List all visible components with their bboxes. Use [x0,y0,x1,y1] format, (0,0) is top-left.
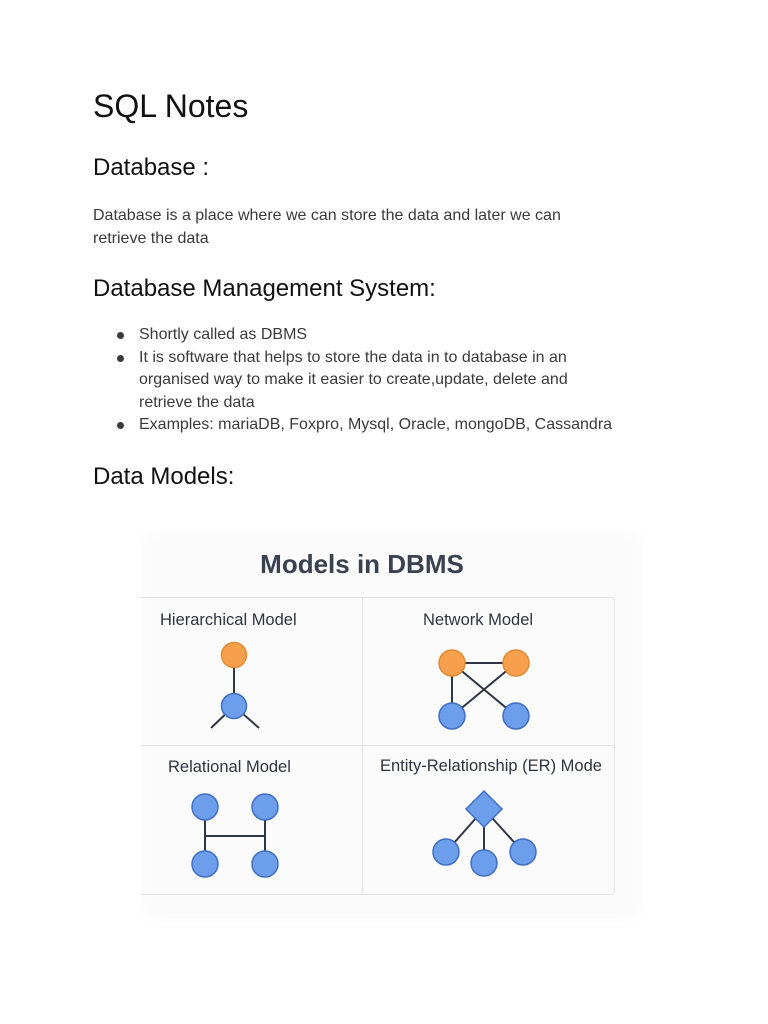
models-in-dbms-figure: Models in DBMS Hierarchical Model Networ… [140,527,644,923]
list-item-text: Shortly called as DBMS [139,326,308,343]
hierarchical-model-label: Hierarchical Model [160,611,297,629]
page-title: SQL Notes [93,88,249,124]
section-heading-database: Database : [93,154,210,181]
database-description-line: retrieve the data [93,230,209,247]
er-model-label: Entity-Relationship (ER) Mode [380,757,602,775]
list-item: It is software that helps to store the d… [93,347,693,415]
hierarchical-model-diagram [210,641,260,729]
dbms-bullet-list: Shortly called as DBMS It is software th… [93,324,693,437]
entity-node-icon [432,838,460,866]
list-item: Examples: mariaDB, Foxpro, Mysql, Oracle… [93,414,693,437]
er-model-label-wrap: Entity-Relationship (ER) Mode [380,757,612,776]
entity-node-icon [470,849,498,877]
list-item-text: It is software that helps to store the d… [139,348,567,366]
section-heading-data-models: Data Models: [93,463,235,490]
database-description: Database is a place where we can store t… [93,204,653,250]
relational-model-diagram [191,793,279,878]
table-node-icon [251,850,279,878]
bullet-icon [117,354,124,362]
database-description-line: Database is a place where we can store t… [93,207,561,224]
models-diagram [191,641,537,878]
table-node-icon [191,850,219,878]
network-node-icon [438,702,466,730]
network-node-icon [502,649,530,677]
table-node-icon [251,793,279,821]
table-node-icon [191,793,219,821]
list-item-text: Examples: mariaDB, Foxpro, Mysql, Oracle… [139,416,613,433]
list-item-text: retrieve the data [139,393,255,411]
list-item-text: organised way to make it easier to creat… [139,371,568,388]
er-model-diagram [432,789,537,877]
network-model-label: Network Model [423,611,534,629]
section-heading-dbms: Database Management System: [93,275,436,302]
entity-node-icon [509,838,537,866]
network-node-icon [502,702,530,730]
grid-divider [140,745,614,746]
figure-title: Models in DBMS [260,549,464,579]
grid-divider [362,598,363,894]
network-model-diagram [438,649,530,730]
child-node-icon [220,692,248,720]
parent-node-icon [220,641,248,669]
network-edge [451,662,517,717]
network-node-icon [438,649,466,677]
list-item: Shortly called as DBMS [93,324,693,347]
relationship-diamond-icon [464,789,504,829]
bullet-icon [117,332,124,339]
bullet-icon [117,422,124,429]
models-grid [140,597,615,895]
relational-model-label: Relational Model [168,758,291,776]
